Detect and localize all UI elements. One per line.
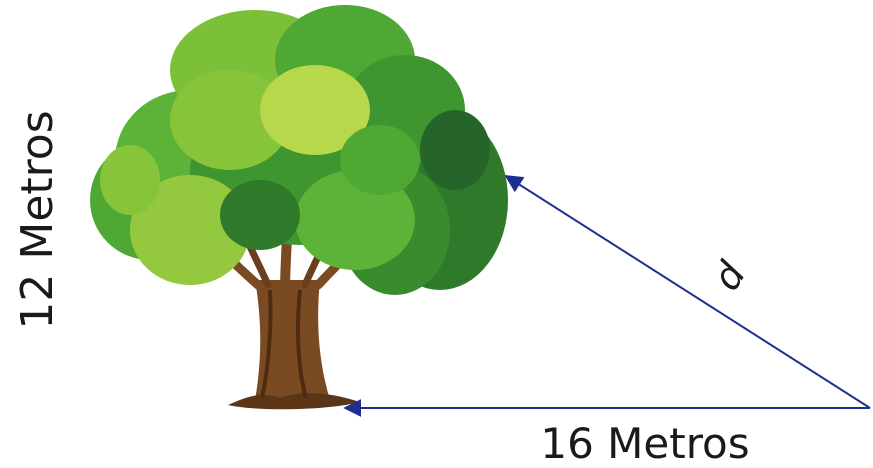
base-label: 16 Metros [540,419,749,468]
hypotenuse-label: d [704,253,755,298]
hypotenuse-arrow [504,175,871,409]
tree-canopy [90,5,508,295]
tree-icon [90,5,508,410]
height-label: 12 Metros [12,110,63,329]
